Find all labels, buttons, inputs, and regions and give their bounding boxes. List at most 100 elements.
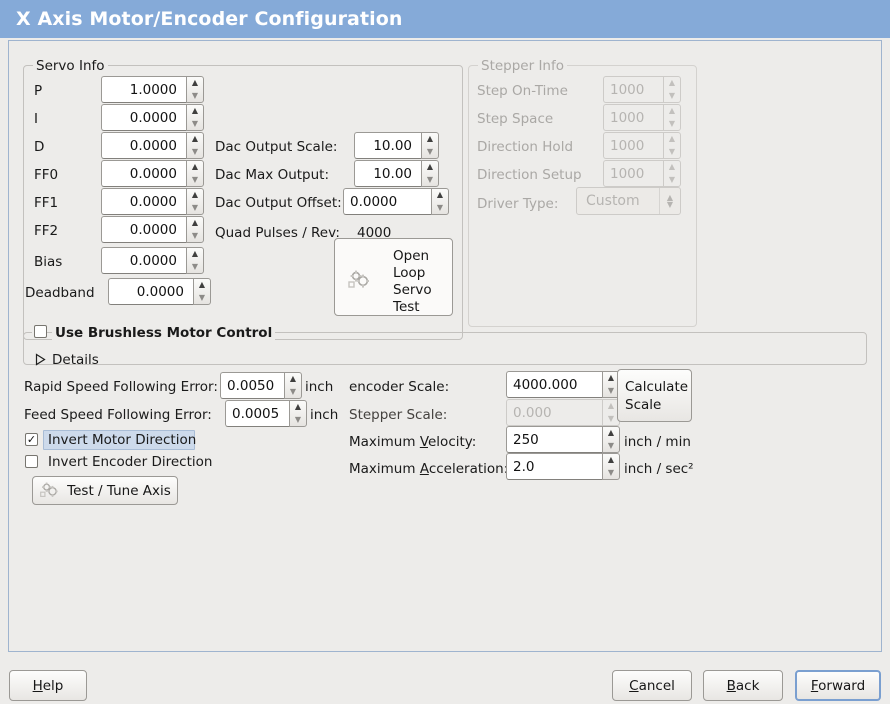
test-tune-axis-button[interactable]: Test / Tune Axis <box>32 476 178 505</box>
rapid-following-error-spinner[interactable]: ▲▼ <box>284 372 302 399</box>
spin-down-icon[interactable]: ▼ <box>426 146 434 156</box>
servo-input-ff1-spinner[interactable]: ▲▼ <box>186 188 204 215</box>
spin-up-icon[interactable]: ▲ <box>191 218 199 228</box>
spin-up-icon[interactable]: ▲ <box>191 134 199 144</box>
servo-input-deadband[interactable]: 0.0000 ▲▼ <box>108 278 211 305</box>
servo-input-i-value[interactable]: 0.0000 <box>101 104 186 131</box>
spin-down-icon[interactable]: ▼ <box>191 90 199 100</box>
dac-output-offset-input[interactable]: 0.0000 ▲▼ <box>343 188 449 215</box>
calculate-scale-button[interactable]: Calculate Scale <box>617 369 692 422</box>
spin-down-icon[interactable]: ▼ <box>607 467 615 477</box>
servo-input-ff1-value[interactable]: 0.0000 <box>101 188 186 215</box>
max-velocity-input[interactable]: 250 ▲▼ <box>506 426 620 453</box>
servo-input-i-spinner[interactable]: ▲▼ <box>186 104 204 131</box>
spin-up-icon[interactable]: ▲ <box>198 280 206 290</box>
spin-down-icon[interactable]: ▼ <box>289 386 297 396</box>
invert-motor-selection[interactable] <box>43 430 195 450</box>
dac-max-output-input[interactable]: 10.00 ▲▼ <box>354 160 439 187</box>
spin-up-icon[interactable]: ▲ <box>607 428 615 438</box>
invert-motor-label[interactable]: Invert Motor Direction <box>48 432 197 448</box>
spin-up-icon[interactable]: ▲ <box>191 190 199 200</box>
servo-label-deadband: Deadband <box>25 285 95 301</box>
servo-input-d[interactable]: 0.0000 ▲▼ <box>101 132 204 159</box>
servo-input-ff2-value[interactable]: 0.0000 <box>101 216 186 243</box>
spin-up-icon[interactable]: ▲ <box>289 374 297 384</box>
max-acceleration-value[interactable]: 2.0 <box>506 453 602 480</box>
forward-button[interactable]: Forward <box>795 670 881 701</box>
servo-input-ff0-spinner[interactable]: ▲▼ <box>186 160 204 187</box>
encoder-scale-value[interactable]: 4000.000 <box>506 371 602 398</box>
spin-up-icon[interactable]: ▲ <box>191 162 199 172</box>
spin-up-icon[interactable]: ▲ <box>607 373 615 383</box>
servo-input-bias-value[interactable]: 0.0000 <box>101 247 186 274</box>
servo-input-d-spinner[interactable]: ▲▼ <box>186 132 204 159</box>
servo-input-p-value[interactable]: 1.0000 <box>101 76 186 103</box>
rapid-following-error-value[interactable]: 0.0050 <box>220 372 284 399</box>
open-loop-servo-test-button[interactable]: Open Loop Servo Test <box>334 238 453 316</box>
dac-output-scale-spinner[interactable]: ▲▼ <box>421 132 439 159</box>
servo-input-i[interactable]: 0.0000 ▲▼ <box>101 104 204 131</box>
spin-down-icon[interactable]: ▼ <box>191 202 199 212</box>
feed-following-error-spinner[interactable]: ▲▼ <box>289 400 307 427</box>
servo-input-p[interactable]: 1.0000 ▲▼ <box>101 76 204 103</box>
cancel-button[interactable]: Cancel <box>612 670 692 701</box>
spin-up-icon[interactable]: ▲ <box>426 134 434 144</box>
spin-down-icon[interactable]: ▼ <box>191 261 199 271</box>
servo-input-d-value[interactable]: 0.0000 <box>101 132 186 159</box>
dac-output-offset-spinner[interactable]: ▲▼ <box>431 188 449 215</box>
servo-input-ff0[interactable]: 0.0000 ▲▼ <box>101 160 204 187</box>
details-expander-icon[interactable] <box>35 353 46 366</box>
spin-up-icon[interactable]: ▲ <box>191 78 199 88</box>
invert-motor-checkbox[interactable]: ✓ <box>25 433 38 446</box>
spin-down-icon[interactable]: ▼ <box>426 174 434 184</box>
spin-down-icon[interactable]: ▼ <box>294 414 302 424</box>
rapid-following-error-input[interactable]: 0.0050 ▲▼ <box>220 372 302 399</box>
servo-input-ff1[interactable]: 0.0000 ▲▼ <box>101 188 204 215</box>
max-acceleration-input[interactable]: 2.0 ▲▼ <box>506 453 620 480</box>
servo-input-deadband-spinner[interactable]: ▲▼ <box>193 278 211 305</box>
spin-down-icon[interactable]: ▼ <box>191 174 199 184</box>
back-button[interactable]: Back <box>703 670 783 701</box>
gears-icon <box>347 269 373 295</box>
servo-input-bias[interactable]: 0.0000 ▲▼ <box>101 247 204 274</box>
spin-up-icon[interactable]: ▲ <box>607 455 615 465</box>
servo-input-deadband-value[interactable]: 0.0000 <box>108 278 193 305</box>
spin-up-icon[interactable]: ▲ <box>294 402 302 412</box>
feed-following-error-input[interactable]: 0.0005 ▲▼ <box>225 400 307 427</box>
spin-down-icon[interactable]: ▼ <box>607 385 615 395</box>
servo-input-p-spinner[interactable]: ▲▼ <box>186 76 204 103</box>
servo-input-ff2[interactable]: 0.0000 ▲▼ <box>101 216 204 243</box>
dac-max-output-value[interactable]: 10.00 <box>354 160 421 187</box>
dac-max-output-spinner[interactable]: ▲▼ <box>421 160 439 187</box>
main-panel: Servo Info P I D FF0 FF1 FF2 Bias Deadba… <box>8 40 882 652</box>
encoder-scale-input[interactable]: 4000.000 ▲▼ <box>506 371 620 398</box>
servo-input-ff0-value[interactable]: 0.0000 <box>101 160 186 187</box>
max-acceleration-spinner[interactable]: ▲▼ <box>602 453 620 480</box>
help-button[interactable]: Help <box>9 670 87 701</box>
spin-down-icon[interactable]: ▼ <box>191 146 199 156</box>
invert-encoder-label[interactable]: Invert Encoder Direction <box>48 454 213 470</box>
spin-up-icon[interactable]: ▲ <box>191 249 199 259</box>
spin-up-icon[interactable]: ▲ <box>426 162 434 172</box>
spin-down-icon[interactable]: ▼ <box>191 118 199 128</box>
servo-input-ff2-spinner[interactable]: ▲▼ <box>186 216 204 243</box>
details-label[interactable]: Details <box>52 352 99 368</box>
spin-up-icon[interactable]: ▲ <box>191 106 199 116</box>
spin-down-icon[interactable]: ▼ <box>436 202 444 212</box>
spin-up-icon[interactable]: ▲ <box>436 190 444 200</box>
spin-down-icon[interactable]: ▼ <box>191 230 199 240</box>
driver-type-value: Custom <box>586 193 640 209</box>
servo-input-bias-spinner[interactable]: ▲▼ <box>186 247 204 274</box>
encoder-scale-spinner[interactable]: ▲▼ <box>602 371 620 398</box>
dac-output-scale-value[interactable]: 10.00 <box>354 132 421 159</box>
use-brushless-label[interactable]: Use Brushless Motor Control <box>52 325 276 341</box>
spin-down-icon[interactable]: ▼ <box>607 440 615 450</box>
invert-encoder-checkbox[interactable] <box>25 455 38 468</box>
feed-following-error-value[interactable]: 0.0005 <box>225 400 289 427</box>
use-brushless-checkbox[interactable] <box>34 325 47 338</box>
spin-down-icon[interactable]: ▼ <box>198 292 206 302</box>
max-velocity-value[interactable]: 250 <box>506 426 602 453</box>
max-velocity-spinner[interactable]: ▲▼ <box>602 426 620 453</box>
dac-output-offset-value[interactable]: 0.0000 <box>343 188 431 215</box>
dac-output-scale-input[interactable]: 10.00 ▲▼ <box>354 132 439 159</box>
